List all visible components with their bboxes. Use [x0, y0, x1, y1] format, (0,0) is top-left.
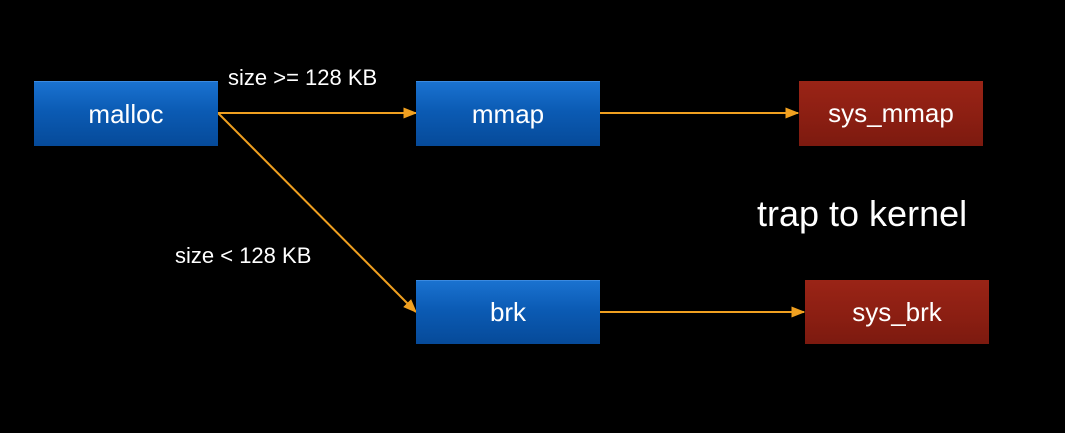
- edge-label-small: size < 128 KB: [175, 243, 312, 268]
- sys-brk-label: sys_brk: [852, 296, 942, 327]
- sys-brk-box: sys_brk: [805, 280, 989, 344]
- edge-label-large: size >= 128 KB: [228, 65, 378, 90]
- sys-mmap-label: sys_mmap: [828, 98, 954, 128]
- trap-to-kernel-annotation: trap to kernel: [757, 193, 968, 234]
- sys-mmap-box: sys_mmap: [799, 81, 983, 146]
- mmap-box: mmap: [416, 81, 600, 146]
- brk-box: brk: [416, 280, 600, 344]
- malloc-box: malloc: [34, 81, 218, 146]
- malloc-label: malloc: [88, 98, 164, 129]
- mmap-label: mmap: [471, 98, 545, 129]
- brk-label: brk: [489, 297, 527, 327]
- arrow-malloc-to-brk: [217, 112, 417, 313]
